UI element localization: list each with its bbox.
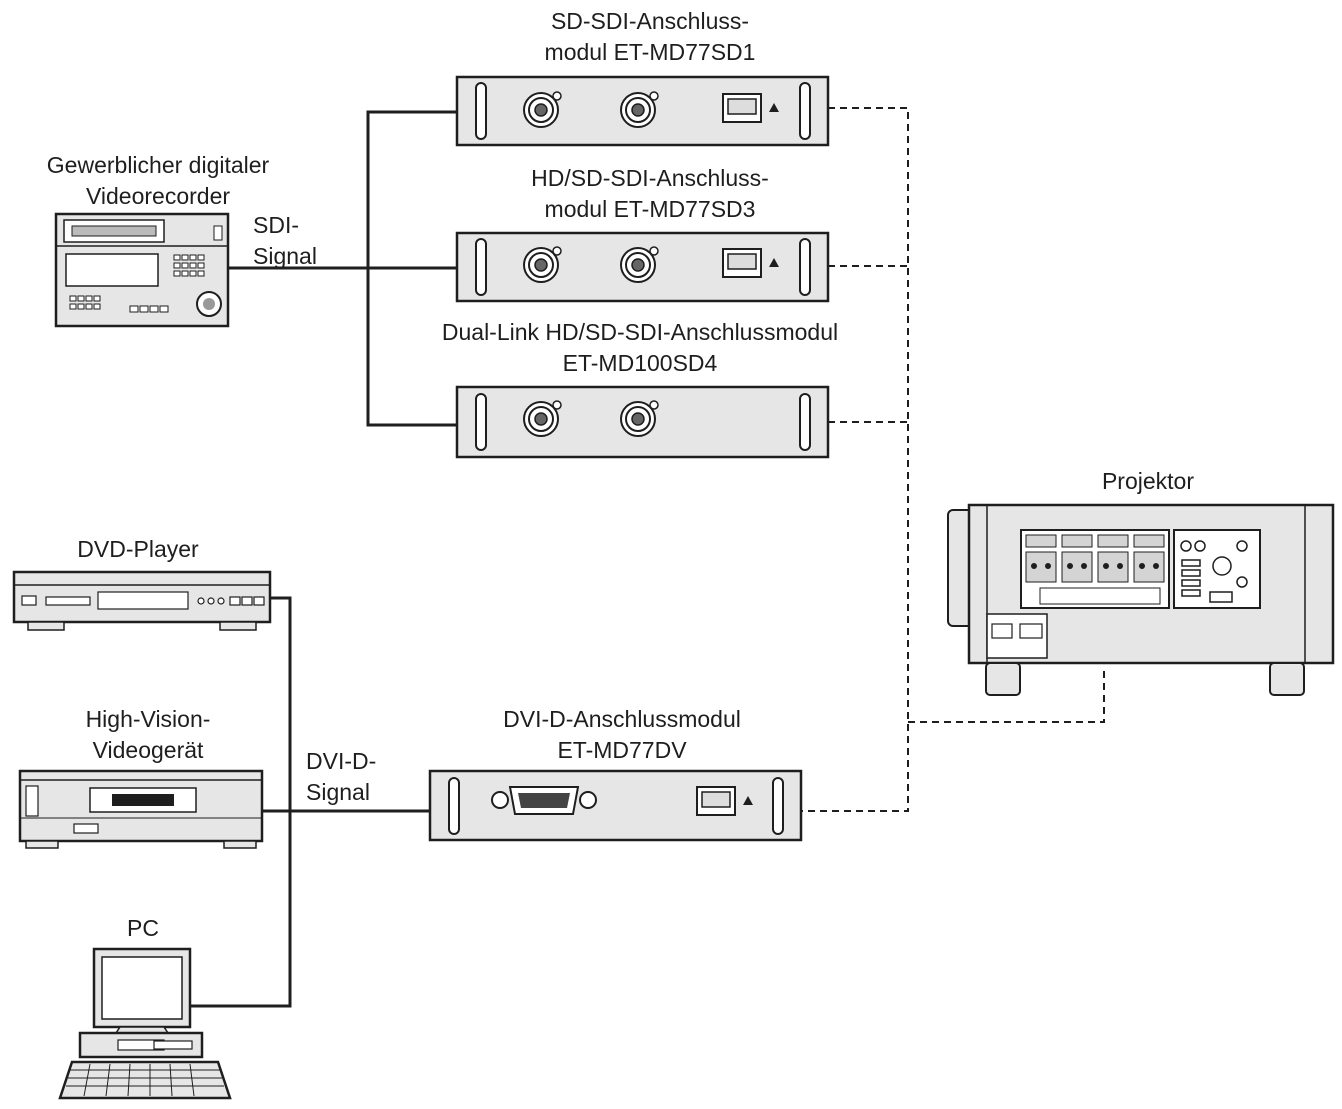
module-et-md77sd3 <box>455 231 830 303</box>
module-sd3-line1: HD/SD-SDI-Anschluss- <box>531 165 769 191</box>
pc-label: PC <box>127 915 159 941</box>
module-sd1-label: SD-SDI-Anschluss- modul ET-MD77SD1 <box>440 6 860 68</box>
sdi-signal-label: SDI- Signal <box>253 210 317 272</box>
control-cable <box>800 107 1105 812</box>
vtr-label-line1: Gewerblicher digitaler <box>46 152 270 178</box>
vtr-label: Gewerblicher digitaler Videorecorder <box>10 150 306 212</box>
sdi-signal-line1: SDI- <box>253 212 299 238</box>
dvd-player-device <box>12 570 272 631</box>
module-sd4-label: Dual-Link HD/SD-SDI-Anschlussmodul ET-MD… <box>380 317 900 379</box>
dvi-signal-line1: DVI-D- <box>306 748 377 774</box>
module-sd3-label: HD/SD-SDI-Anschluss- modul ET-MD77SD3 <box>440 163 860 225</box>
pc-device <box>58 947 232 1100</box>
projector-label: Projektor <box>1101 468 1195 494</box>
vtr-label-line2: Videorecorder <box>85 183 231 209</box>
module-sd4-line2: ET-MD100SD4 <box>562 350 718 376</box>
module-dv-line2: ET-MD77DV <box>557 737 687 763</box>
dvi-cable <box>190 596 430 1008</box>
dvi-connector-icon <box>491 786 597 815</box>
dvi-signal-label: DVI-D- Signal <box>306 746 376 808</box>
dvi-signal-line2: Signal <box>306 779 370 805</box>
hv-video-device <box>18 769 264 849</box>
module-sd1-line2: modul ET-MD77SD1 <box>544 39 756 65</box>
module-et-md77sd1 <box>455 75 830 147</box>
hv-video-label: High-Vision- Videogerät <box>40 704 256 766</box>
vtr-device <box>54 212 230 328</box>
hv-video-line1: High-Vision- <box>85 706 211 732</box>
sdi-signal-line2: Signal <box>253 243 317 269</box>
module-sd1-line1: SD-SDI-Anschluss- <box>550 8 750 34</box>
module-sd3-line2: modul ET-MD77SD3 <box>544 196 756 222</box>
module-dv-label: DVI-D-Anschlussmodul ET-MD77DV <box>420 704 824 766</box>
sdi-cable <box>228 110 457 427</box>
module-sd4-line1: Dual-Link HD/SD-SDI-Anschlussmodul <box>441 319 839 345</box>
module-et-md77dv <box>428 769 803 842</box>
dvd-player-label: DVD-Player <box>77 536 199 562</box>
module-dv-line1: DVI-D-Anschlussmodul <box>503 706 741 732</box>
module-et-md100sd4 <box>455 385 830 459</box>
hv-video-line2: Videogerät <box>92 737 204 763</box>
projector-device <box>947 503 1335 696</box>
